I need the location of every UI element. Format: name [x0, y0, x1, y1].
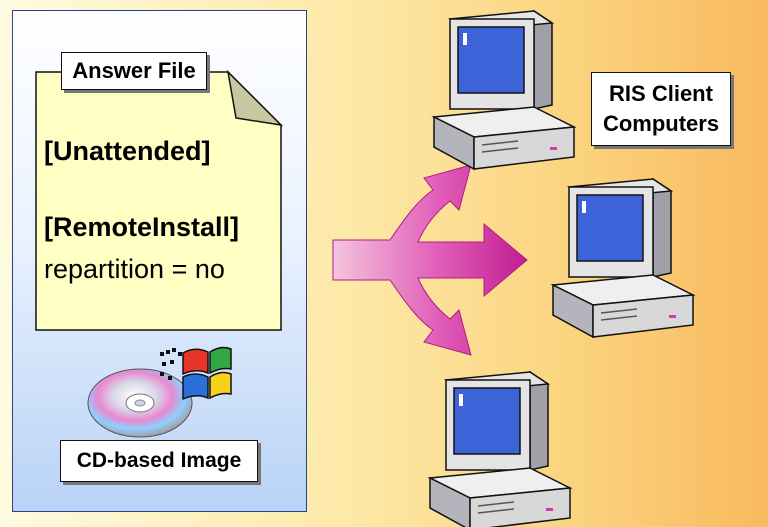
remote-install-section: [RemoteInstall] [44, 212, 240, 242]
computer-icon [552, 178, 694, 338]
repartition-setting: repartition = no [44, 254, 225, 284]
answer-file-label: Answer File [61, 52, 207, 90]
computer-icon [429, 371, 571, 527]
ris-client-computers-label: RIS Client Computers [591, 72, 731, 146]
ris-label-line2: Computers [602, 111, 720, 136]
ris-label-line1: RIS Client [609, 81, 713, 106]
cd-based-image-label: CD-based Image [60, 440, 258, 482]
computer-icon [433, 10, 575, 170]
unattended-section: [Unattended] [44, 136, 211, 166]
